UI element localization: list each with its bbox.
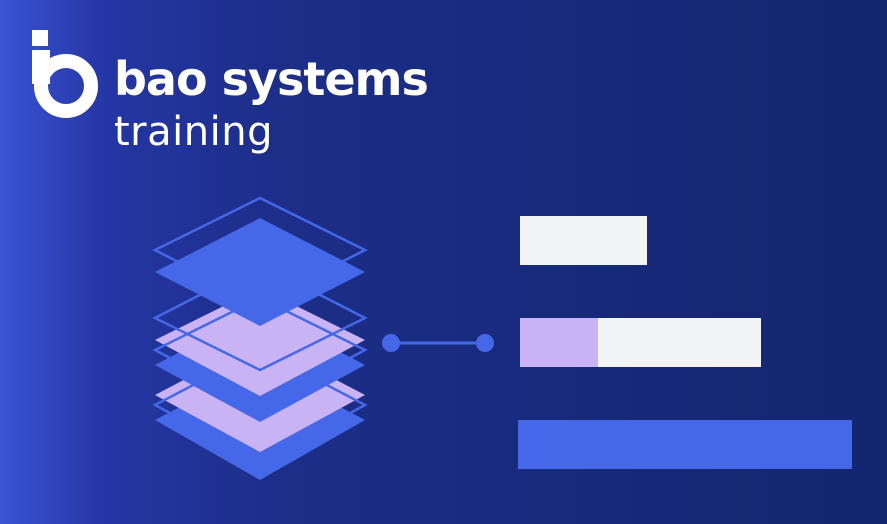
stack-layer bbox=[155, 288, 365, 396]
progress-bar-track bbox=[598, 318, 761, 367]
brand-name: bao systems bbox=[114, 52, 429, 106]
stack-layer bbox=[152, 196, 368, 306]
bao-systems-logo-icon bbox=[32, 30, 98, 118]
progress-bar bbox=[520, 318, 761, 367]
stack-layer bbox=[152, 262, 368, 372]
blue-bar bbox=[518, 420, 852, 469]
progress-bar-fill bbox=[520, 318, 598, 367]
stack-layer bbox=[155, 218, 365, 326]
stack-layer bbox=[152, 348, 368, 464]
connector-line-icon bbox=[382, 334, 494, 352]
stack-layer bbox=[152, 296, 368, 408]
layered-stack-icon bbox=[152, 196, 368, 480]
brand-subtitle: training bbox=[114, 109, 273, 155]
light-bar bbox=[520, 216, 647, 265]
